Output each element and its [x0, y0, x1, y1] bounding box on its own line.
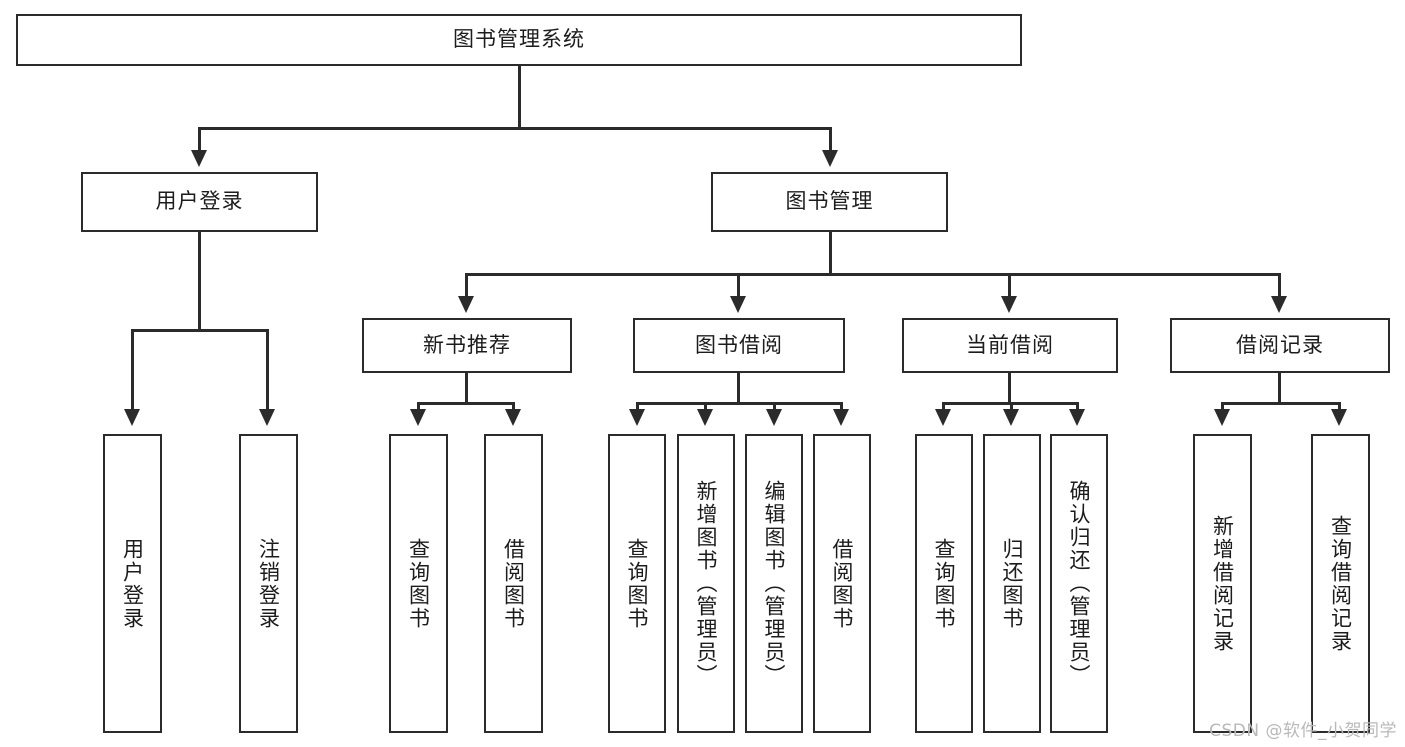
leaf-borrow-book-recommend[interactable]: 借阅图书	[484, 434, 543, 733]
leaf-user-login[interactable]: 用户登录	[103, 434, 162, 733]
leaf-confirm-return-admin[interactable]: 确认归还（管理员）	[1050, 434, 1108, 733]
connector-borrow-drop-2	[704, 402, 707, 412]
arrow-to-leaf-query-book-1	[410, 409, 426, 426]
leaf-logout-label: 注销登录	[256, 537, 281, 630]
connector-record-stem	[1278, 373, 1281, 403]
leaf-add-book-admin-label: 新增图书（管理员）	[694, 480, 718, 687]
leaf-query-book-recommend-label: 查询图书	[406, 537, 431, 630]
connector-bookmgmt-drop-2	[737, 273, 740, 299]
arrow-to-leaf-query-record	[1331, 409, 1347, 426]
connector-recommend-stem	[465, 373, 468, 403]
node-new-book-recommend[interactable]: 新书推荐	[362, 318, 572, 373]
node-book-borrow-label: 图书借阅	[695, 332, 783, 357]
node-user-login[interactable]: 用户登录	[81, 172, 318, 232]
leaf-return-book[interactable]: 归还图书	[983, 434, 1041, 733]
leaf-query-book-borrow-label: 查询图书	[625, 537, 649, 630]
connector-record-bus	[1221, 402, 1341, 405]
arrow-to-new-book-recommend	[458, 296, 474, 313]
leaf-borrow-book-borrow[interactable]: 借阅图书	[813, 434, 871, 733]
leaf-edit-book-admin-label: 编辑图书（管理员）	[762, 480, 786, 687]
connector-current-drop-1	[942, 402, 945, 412]
node-current-borrow[interactable]: 当前借阅	[902, 318, 1118, 373]
leaf-borrow-book-recommend-label: 借阅图书	[501, 537, 526, 630]
connector-current-drop-2	[1010, 402, 1013, 412]
node-new-book-recommend-label: 新书推荐	[423, 332, 511, 357]
connector-userlogin-drop-2	[266, 329, 269, 412]
leaf-query-book-current-label: 查询图书	[932, 537, 956, 630]
connector-borrow-drop-3	[773, 402, 776, 412]
connector-bookmgmt-drop-1	[465, 273, 468, 299]
node-book-management-label: 图书管理	[785, 189, 874, 214]
node-root[interactable]: 图书管理系统	[16, 14, 1022, 66]
node-borrow-record[interactable]: 借阅记录	[1170, 318, 1390, 373]
connector-bookmgmt-bus	[465, 273, 1278, 276]
leaf-user-login-label: 用户登录	[120, 537, 145, 630]
connector-recommend-bus	[417, 402, 515, 405]
arrow-to-leaf-user-login	[124, 409, 140, 426]
arrow-to-leaf-add-book	[697, 409, 713, 426]
leaf-borrow-book-borrow-label: 借阅图书	[830, 537, 854, 630]
watermark-text: CSDN @软件_小贺同学	[1209, 721, 1397, 741]
connector-borrow-drop-4	[840, 402, 843, 412]
arrow-to-leaf-query-book-3	[935, 409, 951, 426]
leaf-query-borrow-record-label: 查询借阅记录	[1328, 514, 1353, 653]
leaf-confirm-return-admin-label: 确认归还（管理员）	[1067, 480, 1091, 687]
connector-bookmgmt-drop-4	[1278, 273, 1281, 299]
leaf-return-book-label: 归还图书	[1000, 537, 1024, 630]
leaf-edit-book-admin[interactable]: 编辑图书（管理员）	[745, 434, 803, 733]
connector-borrow-stem	[737, 373, 740, 403]
arrow-to-book-borrow	[730, 296, 746, 313]
connector-userlogin-drop-1	[131, 329, 134, 412]
arrow-to-current-borrow	[1001, 296, 1017, 313]
leaf-query-book-recommend[interactable]: 查询图书	[389, 434, 448, 733]
connector-root-drop-left	[198, 127, 201, 153]
leaf-logout[interactable]: 注销登录	[239, 434, 298, 733]
connector-userlogin-stem	[198, 232, 201, 330]
leaf-add-borrow-record-label: 新增借阅记录	[1210, 514, 1235, 653]
connector-root-drop-right	[829, 127, 832, 153]
arrow-to-leaf-confirm-return	[1069, 409, 1085, 426]
leaf-query-book-current[interactable]: 查询图书	[915, 434, 973, 733]
node-current-borrow-label: 当前借阅	[966, 332, 1054, 357]
leaf-add-book-admin[interactable]: 新增图书（管理员）	[677, 434, 735, 733]
leaf-add-borrow-record[interactable]: 新增借阅记录	[1193, 434, 1252, 733]
arrow-to-leaf-borrow-book-1	[505, 409, 521, 426]
connector-borrow-drop-1	[636, 402, 639, 412]
connector-record-drop-1	[1221, 402, 1224, 412]
node-book-management[interactable]: 图书管理	[711, 172, 948, 232]
arrow-to-leaf-logout	[259, 409, 275, 426]
arrow-to-borrow-record	[1271, 296, 1287, 313]
arrow-to-user-login	[191, 150, 207, 167]
arrow-to-book-management	[822, 150, 838, 167]
connector-current-drop-3	[1076, 402, 1079, 412]
node-user-login-label: 用户登录	[155, 189, 244, 214]
connector-root-stem	[518, 66, 521, 128]
connector-bookmgmt-stem	[829, 232, 832, 274]
arrow-to-leaf-borrow-book-2	[833, 409, 849, 426]
connector-borrow-bus	[636, 402, 843, 405]
connector-record-drop-2	[1338, 402, 1341, 412]
leaf-query-borrow-record[interactable]: 查询借阅记录	[1311, 434, 1370, 733]
connector-root-bus	[198, 127, 832, 130]
arrow-to-leaf-edit-book	[766, 409, 782, 426]
connector-current-stem	[1008, 373, 1011, 403]
connector-recommend-drop-1	[417, 402, 420, 412]
leaf-query-book-borrow[interactable]: 查询图书	[608, 434, 666, 733]
arrow-to-leaf-return-book	[1003, 409, 1019, 426]
node-root-label: 图书管理系统	[453, 27, 585, 52]
connector-recommend-drop-2	[512, 402, 515, 412]
connector-userlogin-bus	[131, 329, 269, 332]
connector-bookmgmt-drop-3	[1008, 273, 1011, 299]
arrow-to-leaf-add-record	[1214, 409, 1230, 426]
node-book-borrow[interactable]: 图书借阅	[633, 318, 845, 373]
node-borrow-record-label: 借阅记录	[1236, 332, 1324, 357]
arrow-to-leaf-query-book-2	[629, 409, 645, 426]
